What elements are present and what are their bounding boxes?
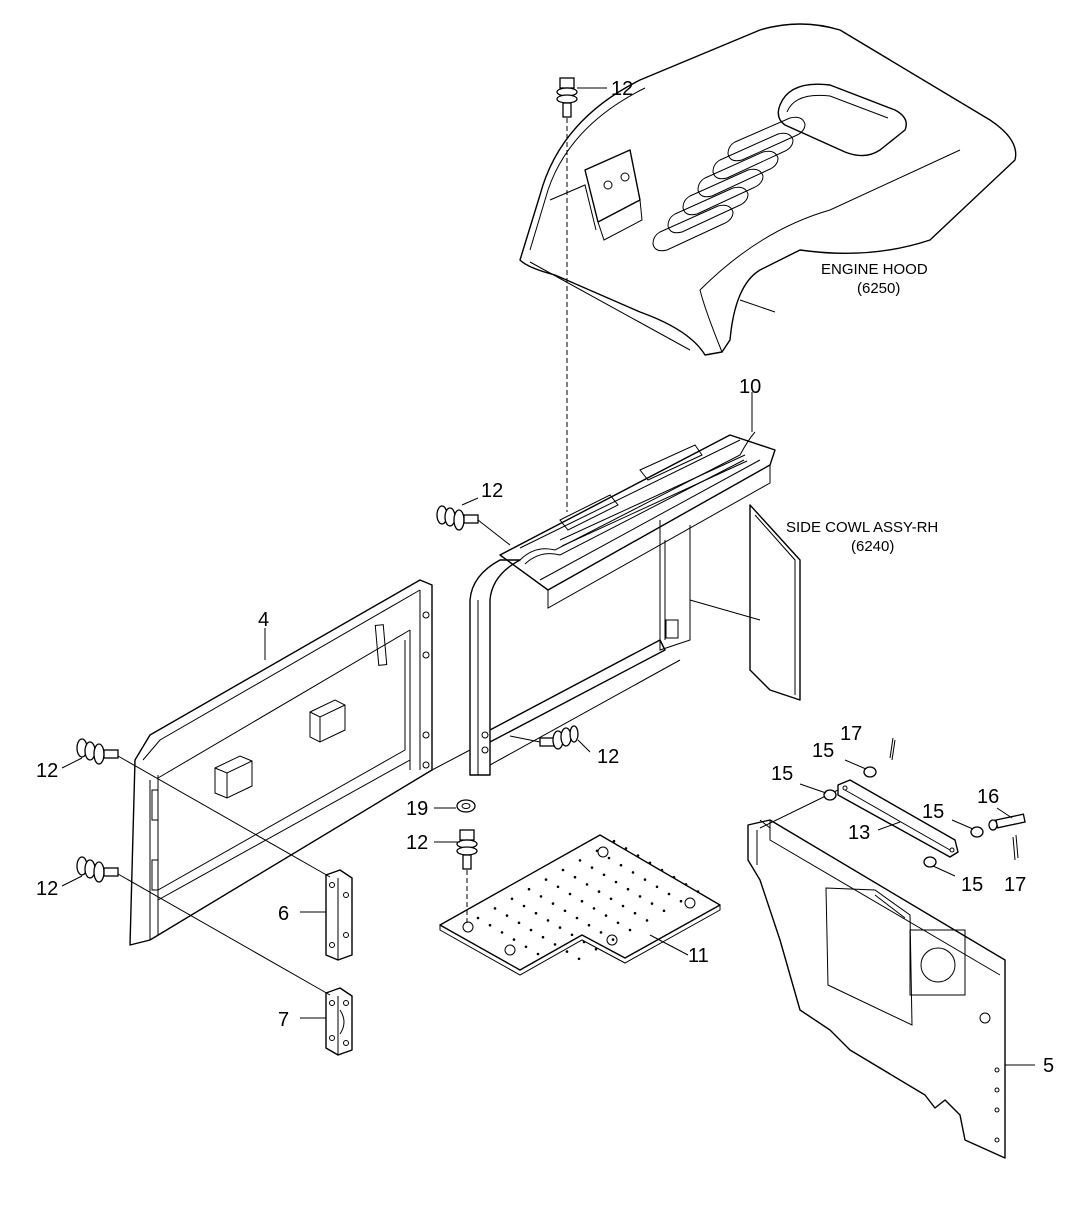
engine-hood-code: (6250) <box>857 280 900 297</box>
callout-17-a: 17 <box>840 723 862 745</box>
bracket-7 <box>325 987 353 1056</box>
callout-11: 11 <box>688 945 709 967</box>
callout-10: 10 <box>739 376 761 398</box>
bracket-6 <box>325 869 353 961</box>
side-cover-5 <box>747 819 1006 1159</box>
callout-17-b: 17 <box>1004 874 1026 896</box>
callout-15-b: 15 <box>771 763 793 785</box>
callout-12-mid: 12 <box>481 480 503 502</box>
callout-15-d: 15 <box>961 874 983 896</box>
callout-13: 13 <box>848 822 870 844</box>
engine-hood-label: ENGINE HOOD <box>821 261 928 278</box>
side-cowl-label: SIDE COWL ASSY-RH <box>786 519 938 536</box>
plate-11 <box>439 834 721 976</box>
bolt-12-right <box>539 725 579 750</box>
bolt-12-mid <box>436 505 479 531</box>
callout-12-plate: 12 <box>406 832 428 854</box>
callout-12-left-a: 12 <box>36 760 58 782</box>
callout-15-a: 15 <box>812 740 834 762</box>
bolt-12-top <box>556 77 578 118</box>
callout-6: 6 <box>278 903 289 925</box>
callout-12-left-b: 12 <box>36 878 58 900</box>
bolt-12-left-a <box>76 738 119 765</box>
bolt-12-plate <box>456 829 478 870</box>
pin-16 <box>988 813 1026 831</box>
callout-12-top: 12 <box>611 78 633 100</box>
callout-7: 7 <box>278 1009 289 1031</box>
panel-4 <box>129 579 433 946</box>
callout-4: 4 <box>258 609 269 631</box>
washer-19 <box>456 799 476 813</box>
side-cowl-frame <box>469 434 801 776</box>
side-cowl-code: (6240) <box>851 538 894 555</box>
callout-16: 16 <box>977 786 999 808</box>
callout-19: 19 <box>406 798 428 820</box>
engine-hood <box>519 23 1017 356</box>
callout-12-bolt-right: 12 <box>597 746 619 768</box>
callout-5: 5 <box>1043 1055 1054 1077</box>
bolt-12-left-b <box>76 856 119 883</box>
callout-15-c: 15 <box>922 801 944 823</box>
